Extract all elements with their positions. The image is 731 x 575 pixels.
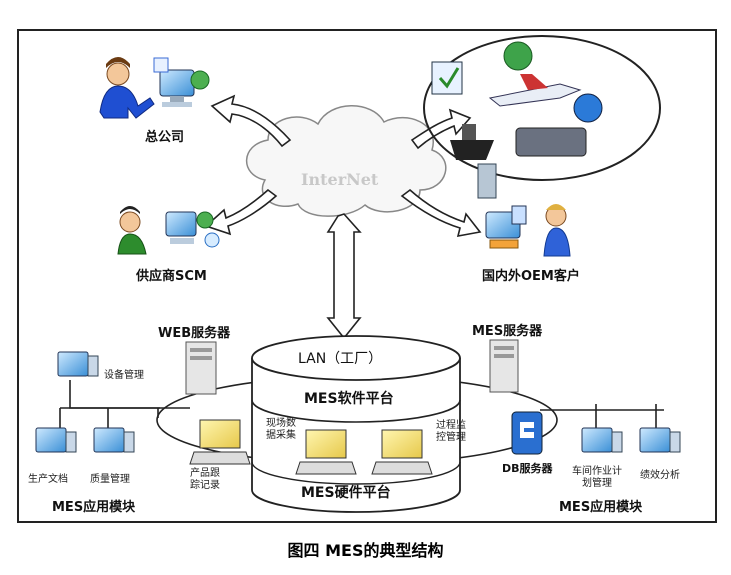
shop-plan-label: 车间作业计 划管理 — [572, 466, 622, 489]
supplier-icon — [117, 206, 220, 255]
data-collect-label: 现场数 据采集 — [266, 418, 296, 441]
terminals — [189, 419, 433, 475]
mes-server-label: MES服务器 — [472, 324, 543, 339]
perf-analysis-label: 绩效分析 — [640, 470, 680, 481]
web-server-tower — [185, 341, 217, 395]
left-module-tree — [59, 380, 190, 428]
oem-label: 国内外OEM客户 — [482, 269, 580, 284]
mes-software-label: MES软件平台 — [304, 391, 394, 407]
internet-cloud — [245, 105, 447, 217]
db-server-icon — [511, 411, 543, 455]
arrow-hq — [210, 94, 292, 148]
right-module-computers — [581, 427, 681, 453]
figure-caption: 图四 MES的典型结构 — [287, 541, 444, 560]
hq-icon — [99, 57, 210, 119]
hq-label: 总公司 — [145, 130, 185, 145]
oem-icon — [485, 204, 571, 257]
arrow-lan — [326, 213, 362, 340]
web-server-label: WEB服务器 — [158, 326, 231, 341]
lan-label: LAN（工厂） — [298, 351, 383, 367]
prod-doc-label: 生产文档 — [28, 474, 68, 485]
equip-mgmt-label: 设备管理 — [104, 370, 144, 381]
internet-label: InterNet — [301, 170, 379, 189]
logistics-group — [423, 35, 661, 199]
left-module-computers — [35, 351, 135, 453]
arrow-supplier — [204, 188, 278, 236]
connection-arrows — [204, 94, 482, 340]
mes-hardware-label: MES硬件平台 — [301, 485, 391, 501]
mes-server-tower — [489, 339, 519, 393]
right-module-tree — [540, 404, 664, 428]
quality-mgmt-label: 质量管理 — [90, 474, 130, 485]
right-module-label: MES应用模块 — [559, 500, 643, 515]
db-server-label: DB服务器 — [502, 462, 553, 475]
left-module-label: MES应用模块 — [52, 500, 136, 515]
supplier-label: 供应商SCM — [136, 269, 207, 284]
arrow-oem — [400, 188, 482, 238]
process-monitor-label: 过程监 控管理 — [436, 420, 466, 443]
product-trace-label: 产品跟 踪记录 — [190, 468, 220, 491]
